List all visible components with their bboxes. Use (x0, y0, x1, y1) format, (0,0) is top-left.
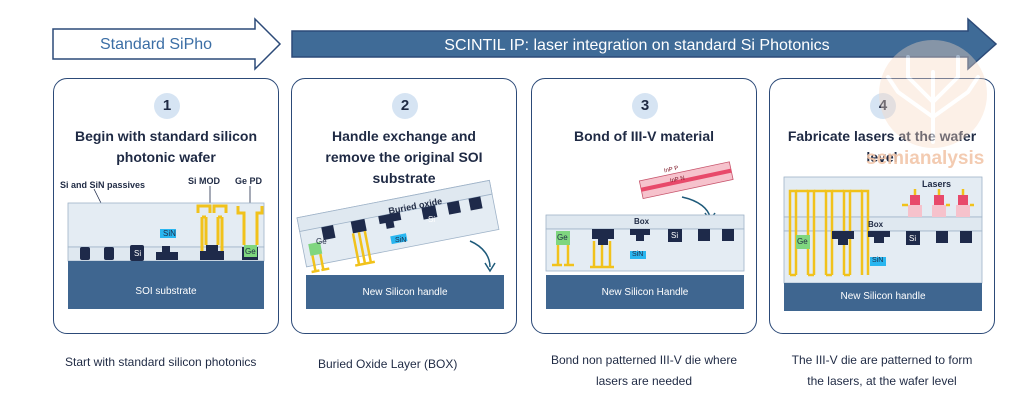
sin-label: SiN (395, 237, 407, 244)
header-arrows (52, 17, 998, 71)
step-3-cross-section (545, 161, 745, 309)
ge-label: Ge (797, 237, 808, 246)
si-label: Si (134, 249, 142, 258)
standard-sipho-label: Standard SiPho (100, 36, 213, 53)
box-label: Box (868, 220, 884, 229)
step-2-number: 2 (392, 93, 418, 119)
step-1-caption-line: Start with standard silicon photonics (65, 355, 257, 369)
step-1-number: 1 (154, 93, 180, 119)
si-rib-waveguide (156, 246, 178, 260)
pd-metal-contacts (236, 206, 264, 245)
soi-substrate-label: SOI substrate (135, 286, 197, 297)
step-3-number: 3 (632, 93, 658, 119)
new-silicon-handle (306, 275, 504, 309)
scintil-arrow (291, 17, 998, 71)
scintil-label: SCINTIL IP: laser integration on standar… (444, 37, 830, 54)
semianalysis-logo (879, 40, 987, 148)
step-2-cross-section (296, 179, 504, 309)
step-1-caption: Start with standard silicon photonics (53, 352, 293, 373)
laser-stacks (902, 189, 974, 217)
ge-label: Ge (557, 233, 568, 242)
ge-pd-label: Ge PD (235, 176, 263, 186)
metal-interconnects (788, 189, 870, 275)
step-3-title-line: Bond of III-V material (573, 128, 714, 144)
step-4-title-line: level (866, 149, 898, 165)
soi-substrate (68, 261, 264, 309)
step-4-cross-section (783, 176, 983, 311)
mod-metal-contacts (200, 215, 224, 251)
iii-v-die (638, 161, 734, 200)
new-silicon-handle-label: New Silicon handle (362, 287, 448, 298)
step-2-title-line: remove the original SOI (325, 149, 483, 165)
step-4-number: 4 (870, 93, 896, 119)
si-mod-label: Si MOD (188, 176, 221, 186)
new-silicon-handle-label: New Silicon handle (840, 291, 926, 302)
step-2-panel: 2 Handle exchange and remove the origina… (291, 78, 517, 334)
new-silicon-handle (546, 275, 744, 309)
step-3-caption-line: lasers are needed (595, 374, 693, 388)
step-3-caption-line: Bond non patterned III-V die where (550, 353, 738, 367)
step-4-title-line: Fabricate lasers at the wafer (787, 128, 977, 144)
lasers-label: Lasers (922, 179, 952, 189)
oxide-layer (545, 228, 745, 272)
step-4-caption-line: the lasers, at the wafer level (807, 374, 957, 388)
si-sin-passives-label: Si and SiN passives (60, 180, 146, 190)
sin-label: SiN (163, 229, 176, 238)
step-1-title-line: photonic wafer (116, 149, 216, 165)
new-silicon-handle (784, 283, 982, 311)
step-2-caption-line: Buried Oxide Layer (BOX) (318, 357, 458, 371)
step-1-title: Begin with standard silicon photonic waf… (62, 126, 270, 168)
si-waveguide (130, 245, 144, 261)
step-2-title: Handle exchange and remove the original … (300, 126, 508, 189)
step-2-caption: Buried Oxide Layer (BOX) (318, 354, 518, 375)
ge-photodetector (244, 245, 257, 257)
si-label: Si (909, 234, 917, 243)
step-1-cross-section (67, 186, 265, 309)
oxide-layer (67, 202, 265, 248)
ge-label: Ge (245, 247, 256, 256)
si-label: Si (428, 215, 436, 224)
step-4-panel: 4 Fabricate lasers at the wafer level La… (769, 78, 995, 334)
arrow-down-icon (484, 262, 496, 273)
si-modulator (200, 245, 224, 260)
step-3-caption: Bond non patterned III-V die where laser… (531, 350, 757, 392)
step-1-panel: 1 Begin with standard silicon photonic w… (53, 78, 279, 334)
watermark-text: semianalysis (866, 148, 985, 169)
step-2-title-line: Handle exchange and (332, 128, 476, 144)
new-silicon-handle-label: New Silicon Handle (601, 287, 689, 298)
sin-waveguide (160, 229, 176, 238)
ge-label: Ge (316, 237, 327, 246)
step-4-caption: The III-V die are patterned to form the … (766, 350, 998, 392)
standard-sipho-arrow (52, 17, 282, 71)
step-3-panel: 3 Bond of III-V material InP P InP N Box… (531, 78, 757, 334)
step-4-title: Fabricate lasers at the wafer level (778, 126, 986, 168)
step-3-title: Bond of III-V material (540, 126, 748, 147)
sin-label: SiN (872, 257, 884, 264)
tilted-wafer (296, 179, 500, 274)
step-2-title-line: substrate (372, 170, 436, 186)
step-1-title-line: Begin with standard silicon (74, 128, 258, 144)
step-4-caption-line: The III-V die are patterned to form (791, 353, 973, 367)
upper-cladding (783, 176, 983, 218)
sin-label: SiN (632, 251, 644, 258)
box-label: Box (634, 217, 650, 226)
si-label: Si (671, 231, 679, 240)
